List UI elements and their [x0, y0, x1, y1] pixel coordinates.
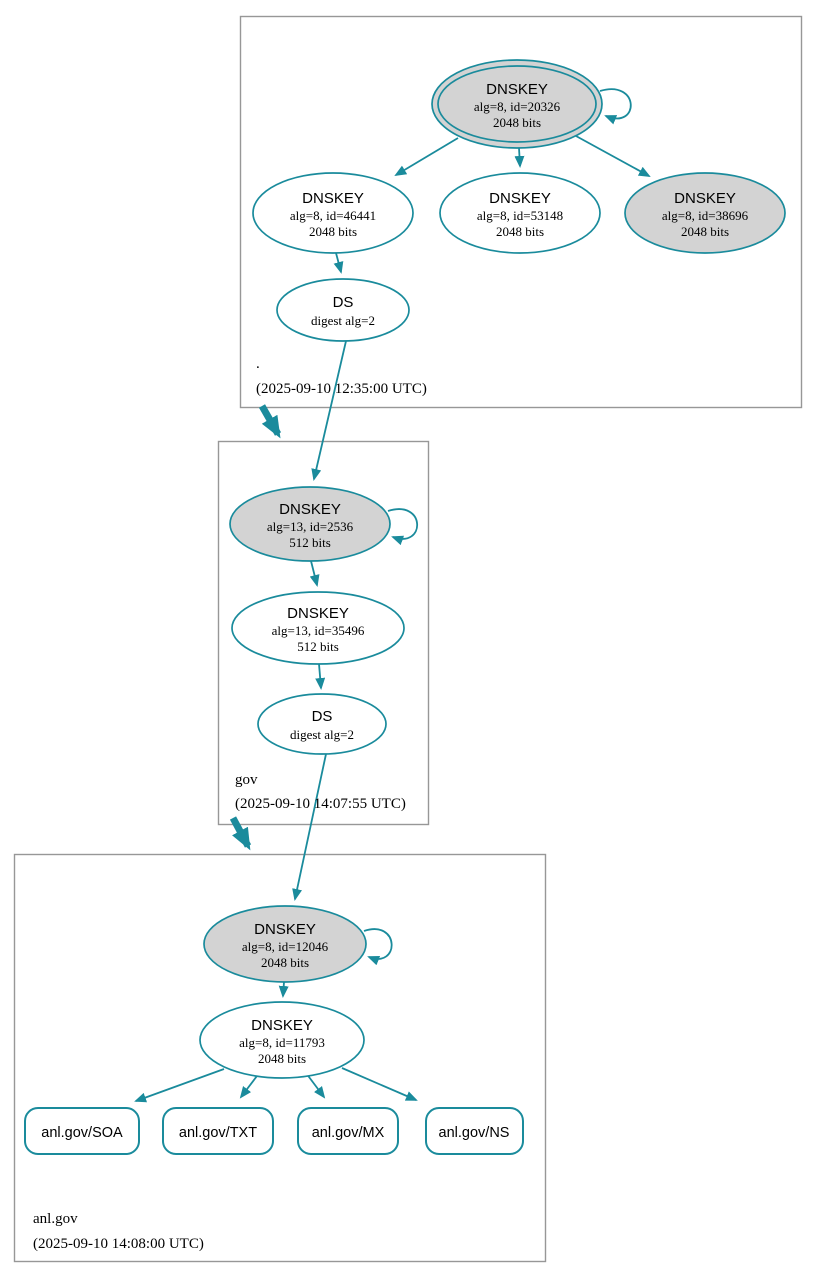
dnskey-node-38696[interactable]: DNSKEY alg=8, id=38696 2048 bits: [624, 172, 786, 254]
edge-46441-to-root-ds: [333, 252, 344, 274]
dnskey-12046-detail: alg=8, id=12046: [242, 939, 329, 954]
rrset-node-anl-gov-txt[interactable]: anl.gov/TXT: [162, 1107, 274, 1155]
dnskey-2536-ellipse[interactable]: [229, 486, 391, 562]
edge-11793-to-ns: [341, 1067, 418, 1101]
dnskey-20326-title: DNSKEY: [486, 81, 548, 98]
dnskey-35496-detail: alg=13, id=35496: [272, 623, 365, 638]
edge-zone-root-to-gov: [258, 404, 282, 439]
ds-gov-detail: digest alg=2: [290, 727, 354, 742]
dnskey-2536-detail: alg=13, id=2536: [267, 519, 354, 534]
dnskey-11793-ellipse[interactable]: [199, 1001, 365, 1079]
zone-box-root: [239, 15, 803, 409]
rrset-mx-box[interactable]: [297, 1107, 399, 1155]
rrset-node-anl-gov-soa[interactable]: anl.gov/SOA: [24, 1107, 140, 1155]
ds-root-detail: digest alg=2: [311, 313, 375, 328]
edge-11793-to-mx: [305, 1072, 326, 1099]
dnskey-20326-inner-ellipse: [437, 65, 597, 143]
ds-gov-title: DS: [312, 708, 333, 725]
rrset-node-anl-gov-mx[interactable]: anl.gov/MX: [297, 1107, 399, 1155]
edge-root-ksk-self-loop: [599, 88, 632, 125]
dnskey-2536-title: DNSKEY: [279, 501, 341, 518]
rrset-soa-box[interactable]: [24, 1107, 140, 1155]
dnskey-38696-ellipse[interactable]: [624, 172, 786, 254]
rrset-txt-label: anl.gov/TXT: [179, 1125, 257, 1141]
zone-timestamp-anl-gov: (2025-09-10 14:08:00 UTC): [33, 1236, 204, 1252]
edge-gov-ds-to-anl-ksk: [292, 753, 327, 901]
zone-label-gov: gov: [235, 772, 258, 788]
dnskey-38696-title: DNSKEY: [674, 190, 736, 207]
dnskey-11793-bits: 2048 bits: [258, 1051, 306, 1066]
dnskey-35496-bits: 512 bits: [297, 639, 339, 654]
edge-anl-ksk-to-11793: [278, 981, 289, 998]
dnskey-46441-bits: 2048 bits: [309, 224, 357, 239]
ds-node-gov[interactable]: DS digest alg=2: [257, 693, 387, 755]
dnskey-38696-bits: 2048 bits: [681, 224, 729, 239]
dnskey-38696-detail: alg=8, id=38696: [662, 208, 749, 223]
rrset-mx-label: anl.gov/MX: [312, 1125, 385, 1141]
edge-root-ksk-to-53148: [514, 147, 525, 168]
dnskey-11793-detail: alg=8, id=11793: [239, 1035, 325, 1050]
edge-root-ksk-to-38696: [575, 135, 651, 177]
rrset-txt-box[interactable]: [162, 1107, 274, 1155]
dnskey-node-11793[interactable]: DNSKEY alg=8, id=11793 2048 bits: [199, 1001, 365, 1079]
zone-label-root: .: [256, 356, 260, 372]
dnskey-35496-ellipse[interactable]: [231, 591, 405, 665]
dnskey-35496-title: DNSKEY: [287, 605, 349, 622]
edge-35496-to-gov-ds: [315, 663, 326, 690]
dnskey-53148-detail: alg=8, id=53148: [477, 208, 563, 223]
dnskey-11793-title: DNSKEY: [251, 1017, 313, 1034]
edge-gov-ksk-to-35496: [309, 560, 320, 587]
zone-timestamp-gov: (2025-09-10 14:07:55 UTC): [235, 796, 406, 812]
ds-root-title: DS: [333, 294, 354, 311]
zone-box-anl-gov: [13, 853, 547, 1263]
edge-root-ksk-to-46441: [394, 137, 459, 177]
dnskey-node-53148[interactable]: DNSKEY alg=8, id=53148 2048 bits: [439, 172, 601, 254]
dnskey-12046-ellipse[interactable]: [203, 905, 367, 983]
dnskey-46441-title: DNSKEY: [302, 190, 364, 207]
rrset-soa-label: anl.gov/SOA: [41, 1125, 123, 1141]
rrset-ns-label: anl.gov/NS: [439, 1125, 510, 1141]
rrset-ns-box[interactable]: [425, 1107, 524, 1155]
rrset-node-anl-gov-ns[interactable]: anl.gov/NS: [425, 1107, 524, 1155]
edge-gov-ksk-self-loop: [387, 508, 419, 546]
edge-11793-to-soa: [134, 1068, 225, 1103]
zone-label-anl-gov: anl.gov: [33, 1211, 78, 1227]
edge-zone-gov-to-anl: [229, 816, 252, 851]
dnskey-2536-bits: 512 bits: [289, 535, 331, 550]
dnskey-node-2536[interactable]: DNSKEY alg=13, id=2536 512 bits: [229, 486, 391, 562]
ds-root-ellipse[interactable]: [276, 278, 410, 342]
ds-gov-ellipse[interactable]: [257, 693, 387, 755]
dnskey-20326-detail: alg=8, id=20326: [474, 99, 561, 114]
dnskey-53148-ellipse[interactable]: [439, 172, 601, 254]
dnskey-node-35496[interactable]: DNSKEY alg=13, id=35496 512 bits: [231, 591, 405, 665]
edge-root-ds-to-gov-ksk: [311, 340, 347, 481]
dnskey-46441-detail: alg=8, id=46441: [290, 208, 376, 223]
dnskey-20326-outer-ellipse[interactable]: [431, 59, 603, 149]
dnskey-node-20326[interactable]: DNSKEY alg=8, id=20326 2048 bits: [431, 59, 603, 149]
dnskey-20326-bits: 2048 bits: [493, 115, 541, 130]
dnskey-53148-title: DNSKEY: [489, 190, 551, 207]
dnskey-46441-ellipse[interactable]: [252, 172, 414, 254]
dnskey-12046-bits: 2048 bits: [261, 955, 309, 970]
dnskey-node-46441[interactable]: DNSKEY alg=8, id=46441 2048 bits: [252, 172, 414, 254]
dnskey-node-12046[interactable]: DNSKEY alg=8, id=12046 2048 bits: [203, 905, 367, 983]
dnskey-53148-bits: 2048 bits: [496, 224, 544, 239]
edge-anl-ksk-self-loop: [363, 928, 393, 966]
dnskey-12046-title: DNSKEY: [254, 921, 316, 938]
ds-node-root[interactable]: DS digest alg=2: [276, 278, 410, 342]
zone-timestamp-root: (2025-09-10 12:35:00 UTC): [256, 381, 427, 397]
